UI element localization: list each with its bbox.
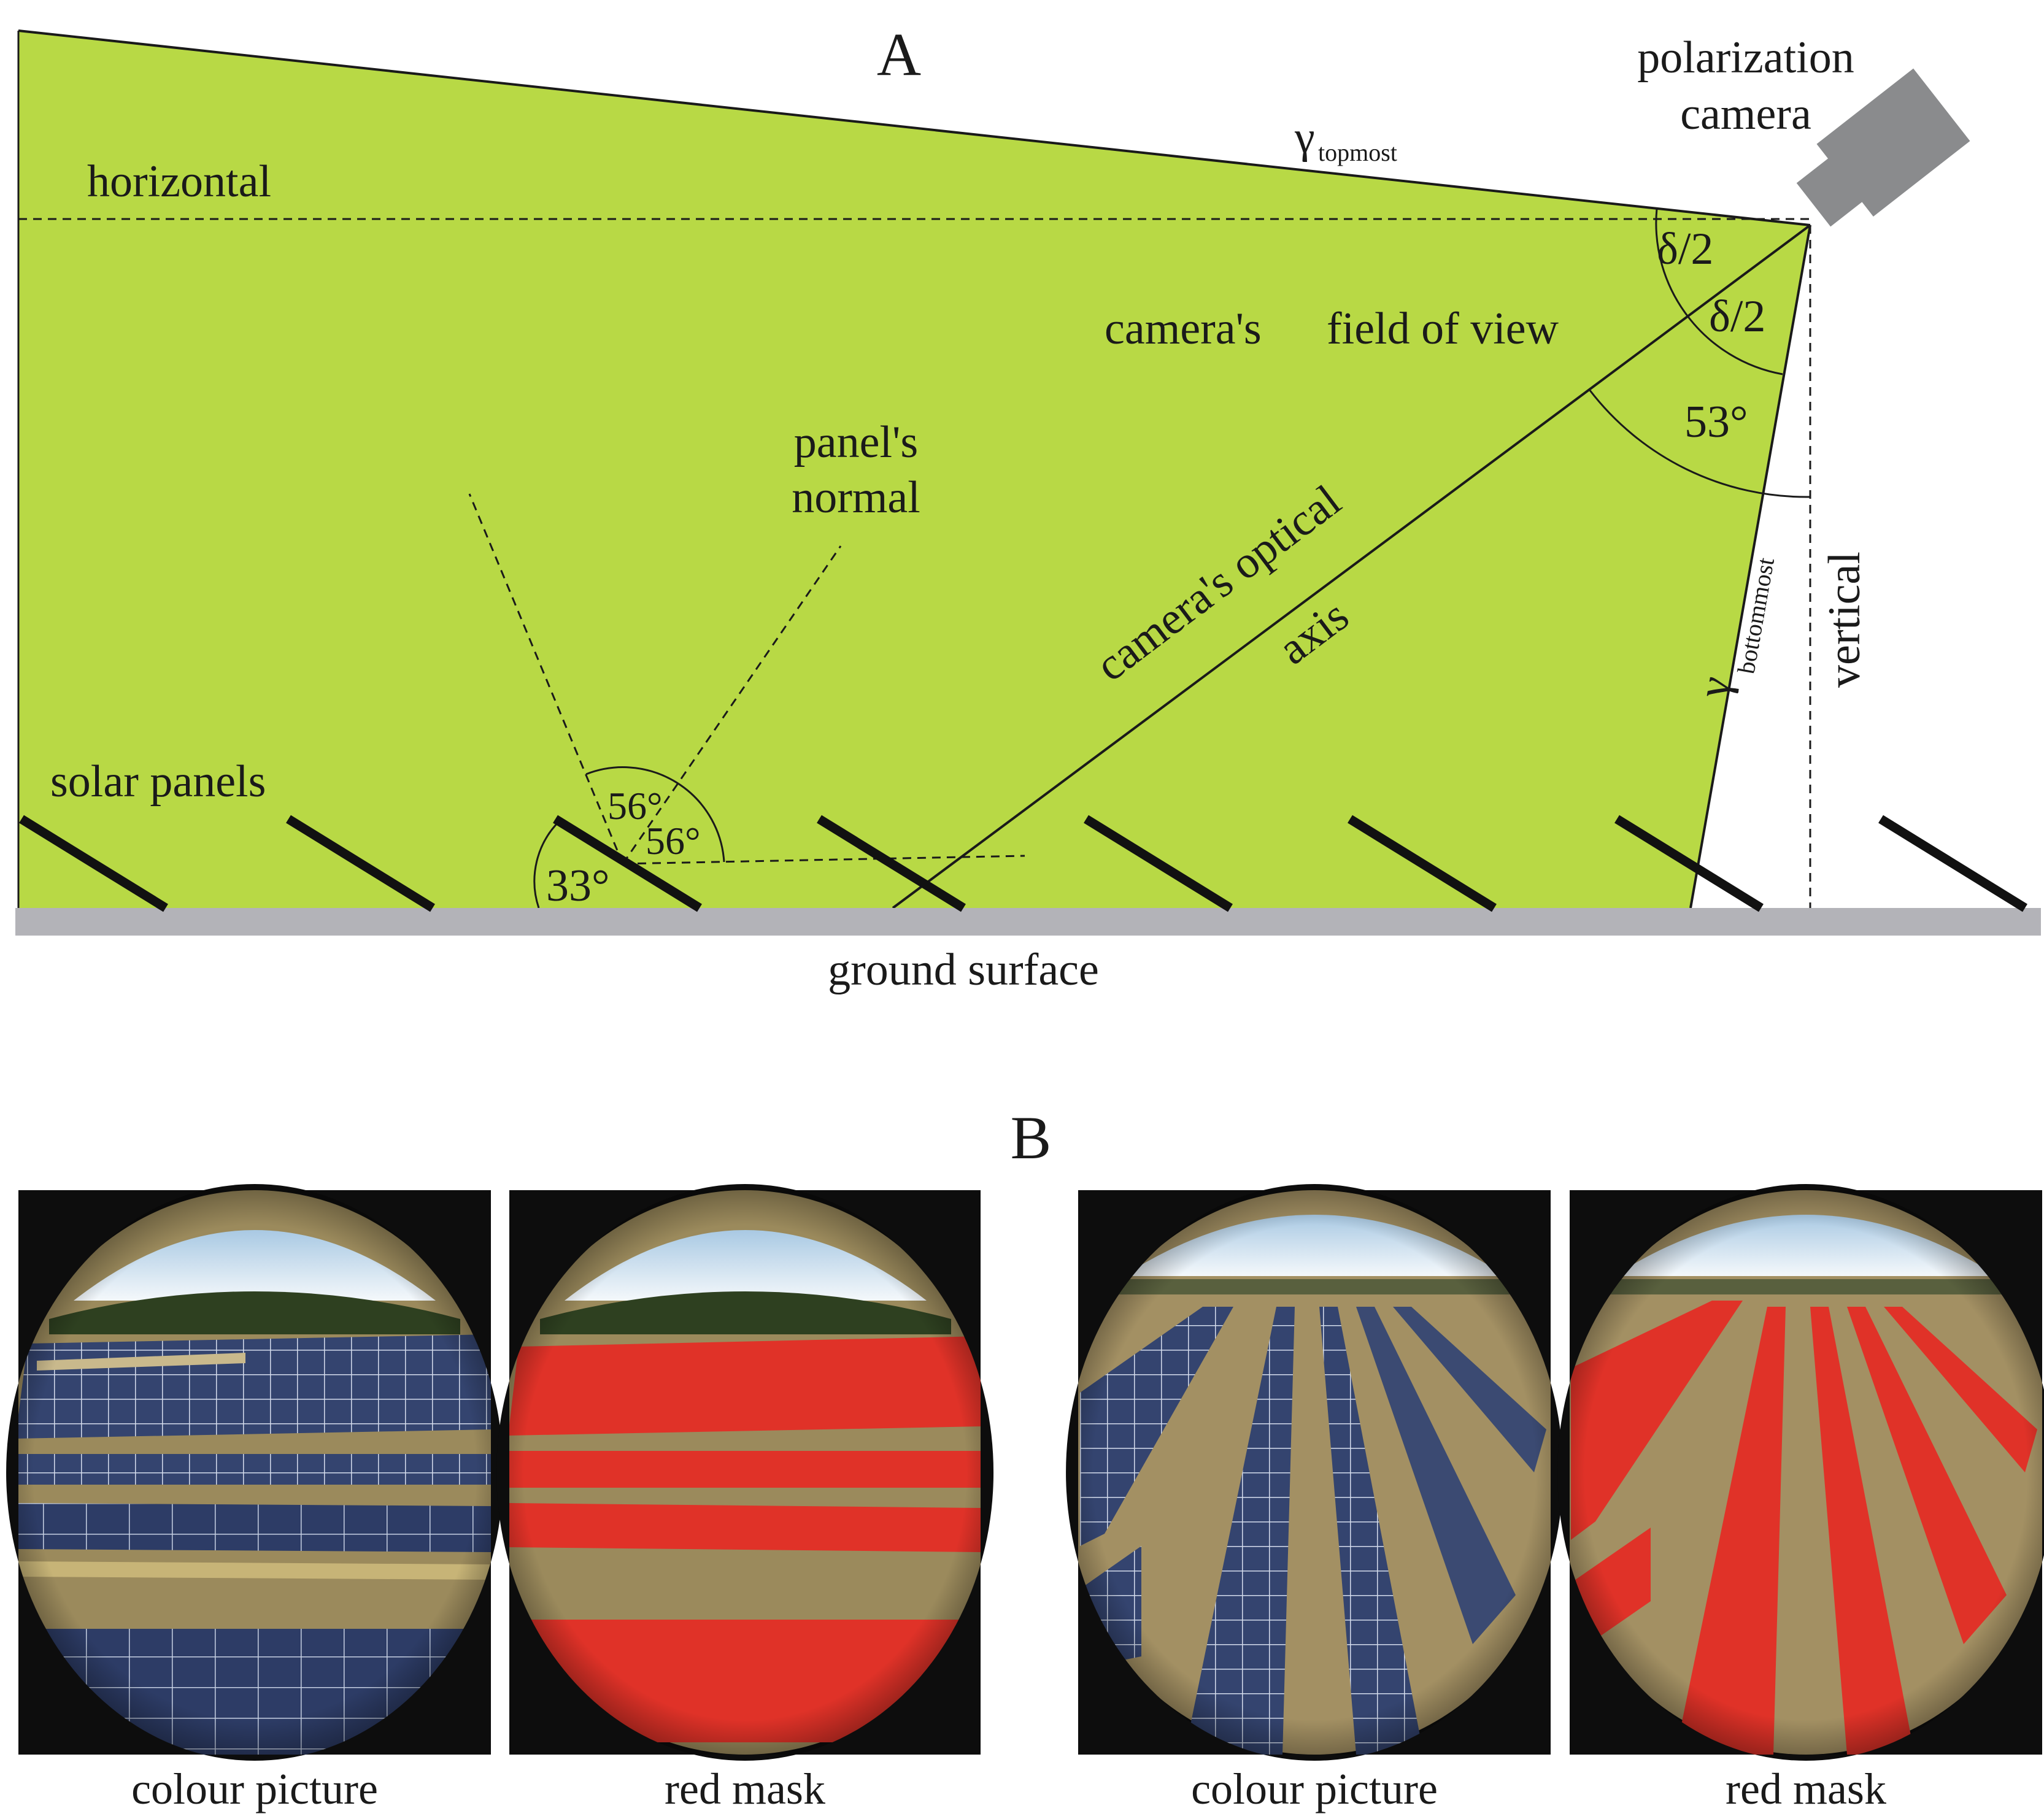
panel-b-letter: B xyxy=(1011,1104,1052,1172)
photo-colour-picture-1 xyxy=(6,1184,504,1761)
solar-panel xyxy=(1614,815,1764,912)
fov-label-1: camera's xyxy=(1105,304,1262,354)
fov-label-2: field of view xyxy=(1327,304,1559,354)
solar-panel xyxy=(1084,815,1233,912)
gamma-topmost-symbol: γ xyxy=(1294,112,1315,163)
photo-colour-picture-2 xyxy=(1066,1184,1564,1761)
camera-label-line2: camera xyxy=(1680,89,1811,139)
caption-colour-picture-2: colour picture xyxy=(1191,1764,1438,1813)
panel-normal-label-1: panel's xyxy=(794,417,918,467)
angle-56-upper-label: 56° xyxy=(607,784,663,828)
horizontal-label: horizontal xyxy=(87,156,271,207)
arc-33 xyxy=(533,820,561,909)
angle-53-label: 53° xyxy=(1684,397,1748,447)
panel-b: B xyxy=(6,1104,2044,1813)
photo-red-mask-1 xyxy=(496,1184,994,1761)
panel-normal-dashed-line xyxy=(622,545,842,864)
solar-panel xyxy=(1348,815,1497,912)
solar-panels-label: solar panels xyxy=(50,756,266,807)
optical-axis-line xyxy=(892,224,1811,909)
solar-panel xyxy=(19,815,168,912)
caption-colour-picture-1: colour picture xyxy=(131,1764,378,1813)
ground-surface-label: ground surface xyxy=(828,945,1099,995)
delta-half-lower-label: δ/2 xyxy=(1709,291,1765,342)
gamma-topmost-sub: topmost xyxy=(1318,139,1397,166)
angle-56-lower-label: 56° xyxy=(646,819,701,863)
solar-panel xyxy=(286,815,435,912)
solar-panels xyxy=(19,815,2027,912)
vertical-label: vertical xyxy=(1819,552,1870,688)
gamma-topmost-line xyxy=(18,29,1811,226)
gamma-bottommost-line xyxy=(1689,225,1811,909)
arc-delta-half-lower xyxy=(1686,315,1783,375)
panel-a: A polarization camera horizontal γ topmo… xyxy=(15,20,2041,995)
caption-red-mask-1: red mask xyxy=(665,1764,825,1813)
arc-delta-half-upper xyxy=(1655,208,1689,317)
polarization-camera-icon xyxy=(1796,68,1970,227)
panel-a-letter: A xyxy=(877,20,921,88)
caption-red-mask-2: red mask xyxy=(1726,1764,1886,1813)
delta-half-upper-label: δ/2 xyxy=(1657,224,1713,274)
solar-panel xyxy=(553,815,702,912)
arc-53 xyxy=(1588,389,1811,498)
camera-label-line1: polarization xyxy=(1637,33,1854,83)
photo-red-mask-2 xyxy=(1557,1184,2044,1761)
panel-normal-label-2: normal xyxy=(792,472,920,523)
ground-surface xyxy=(15,908,2041,936)
solar-panel xyxy=(1878,815,2027,912)
solar-panel xyxy=(817,815,966,912)
arc-56-pair xyxy=(585,766,725,863)
field-of-view-region xyxy=(18,31,1810,908)
angle-33-label: 33° xyxy=(546,861,610,911)
panel-reflection-dashed-line xyxy=(468,493,624,864)
panel-horizontal-dashed-line xyxy=(622,855,1025,865)
